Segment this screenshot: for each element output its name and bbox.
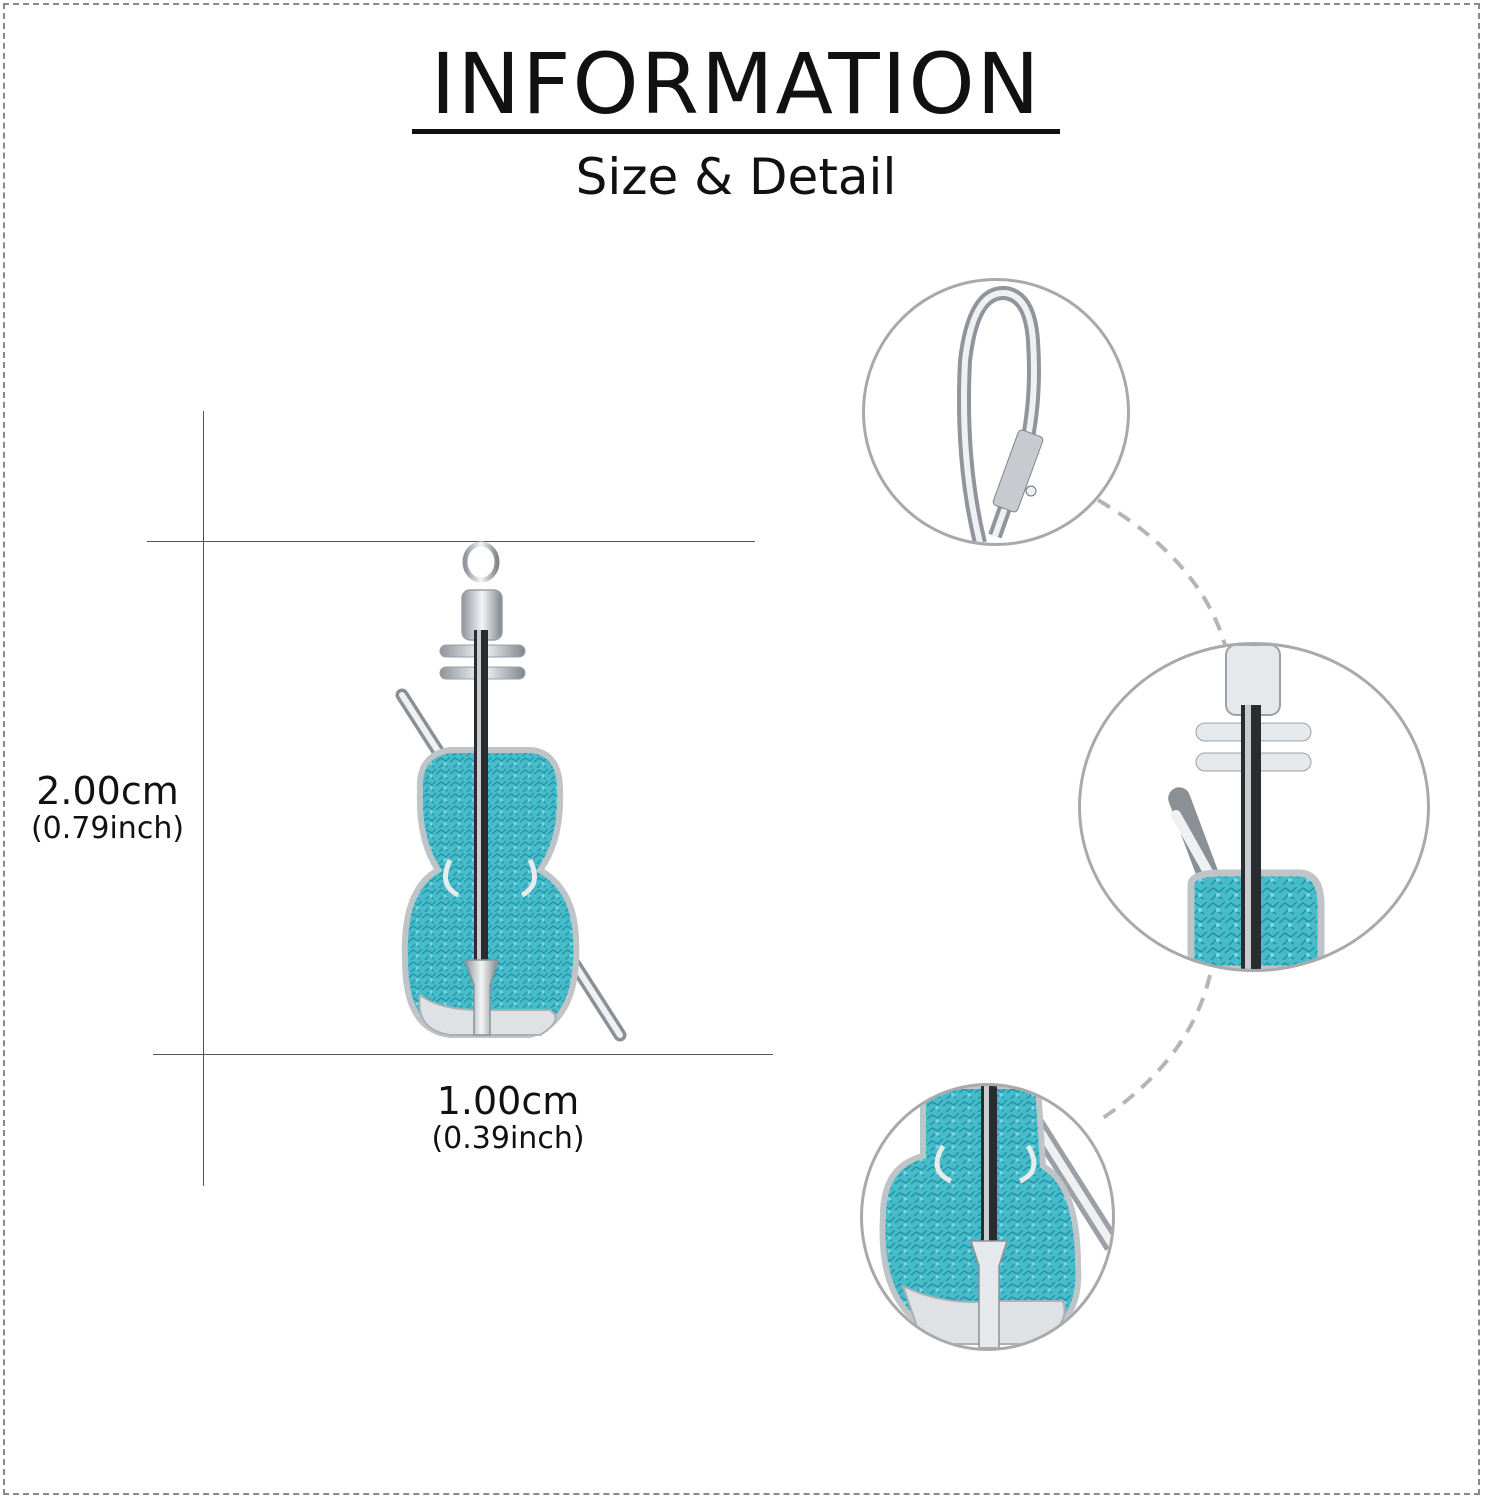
hook-detail-circle <box>862 278 1130 546</box>
title-underline <box>412 129 1060 134</box>
violin-body-detail-icon <box>879 1086 1112 1348</box>
bottom-guide-line <box>153 1054 773 1055</box>
width-cm: 1.00cm <box>436 1079 580 1123</box>
height-cm: 2.00cm <box>36 769 179 813</box>
width-dimension-label: 1.00cm (0.39inch) <box>408 1079 608 1156</box>
lever-back-hook-icon <box>957 286 1044 543</box>
page-subtitle: Size & Detail <box>575 148 897 206</box>
page-title: INFORMATION <box>430 35 1042 133</box>
detail-connector-lines <box>1096 498 1227 1122</box>
height-measure-line <box>203 411 204 1186</box>
height-dimension-label: 2.00cm (0.79inch) <box>20 769 195 846</box>
height-inch: (0.79inch) <box>30 810 185 846</box>
top-guide-line <box>147 541 755 542</box>
body-detail-circle <box>860 1083 1115 1351</box>
violin-scroll-detail-icon <box>1168 645 1325 969</box>
scroll-detail-circle <box>1078 642 1430 972</box>
width-inch: (0.39inch) <box>431 1120 585 1156</box>
violin-pendant-icon <box>380 540 640 1055</box>
dashed-frame <box>3 3 1480 1495</box>
